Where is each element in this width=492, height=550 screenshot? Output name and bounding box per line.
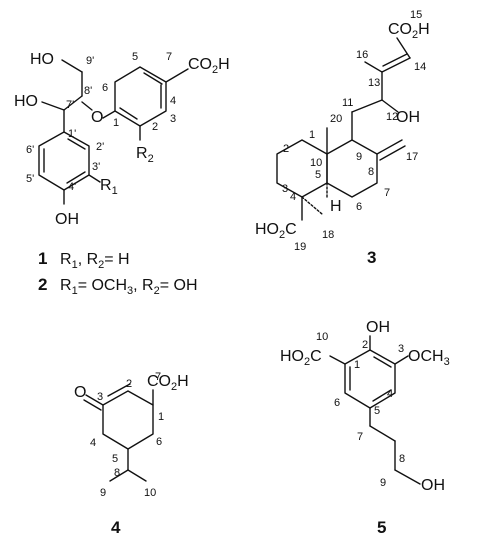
svg-text:3: 3 [398,343,404,355]
svg-text:13: 13 [368,77,380,89]
svg-text:5: 5 [315,169,321,181]
svg-text:6: 6 [334,397,340,409]
svg-text:4: 4 [387,388,393,400]
ring-aryl [38,131,90,191]
legend-id-1: 1 [38,249,47,268]
svg-text:3: 3 [97,391,103,403]
svg-text:2: 2 [152,121,158,133]
legend-text-2: R1= OCH3, R2= OH [60,277,198,297]
svg-text:19: 19 [294,241,306,253]
ring-4 [102,390,154,450]
structure-3: CO2H OH HO2C H 15 14 16 13 12 11 20 9 17… [255,9,430,253]
svg-text:8': 8' [84,85,92,97]
label-ho2c-3: HO2C [255,221,297,241]
svg-text:6: 6 [102,82,108,94]
svg-text:2: 2 [283,143,289,155]
svg-text:15: 15 [410,9,422,21]
svg-text:7: 7 [357,431,363,443]
legend: 1 R1, R2= H 2 R1= OCH3, R2= OH [38,249,198,297]
svg-text:20: 20 [330,113,342,125]
svg-text:2: 2 [126,378,132,390]
svg-text:3': 3' [92,161,100,173]
svg-text:7: 7 [166,51,172,63]
svg-text:7: 7 [384,187,390,199]
svg-text:1': 1' [68,128,76,140]
svg-text:4: 4 [290,191,296,203]
svg-text:18: 18 [322,229,334,241]
label-ho-9: HO [30,51,54,68]
svg-text:8: 8 [368,166,374,178]
svg-text:3: 3 [282,183,288,195]
svg-text:10: 10 [316,331,328,343]
label-oh-9: OH [421,477,445,494]
svg-text:4: 4 [90,437,96,449]
label-ho-7: HO [14,93,38,110]
label-co2h-4: CO2H [147,373,189,393]
label-och3-5: OCH3 [408,348,450,368]
svg-text:5: 5 [374,405,380,417]
svg-text:7': 7' [66,99,74,111]
svg-text:9': 9' [86,55,94,67]
legend-text-1: R1, R2= H [60,251,130,271]
label-oh-3: OH [396,109,420,126]
label-h-3: H [330,198,342,215]
compound-id-5: 5 [377,518,386,537]
label-co2h-1: CO2H [188,56,230,76]
svg-text:11: 11 [342,97,353,109]
svg-text:14: 14 [414,61,426,73]
svg-text:16: 16 [356,49,368,61]
svg-text:7: 7 [155,371,161,383]
svg-text:10: 10 [144,487,156,499]
ring-benzoic [114,66,167,127]
svg-text:8: 8 [399,453,405,465]
svg-text:6: 6 [356,201,362,213]
compound-id-4: 4 [111,518,121,537]
svg-text:4': 4' [68,181,76,193]
svg-text:3: 3 [170,113,176,125]
label-oh-4p: OH [55,211,79,228]
label-o-4: O [74,384,86,401]
structure-4: O CO2H 2 3 7 1 4 6 5 8 9 10 [74,371,189,499]
svg-text:5': 5' [26,173,34,185]
label-ho2c-5: HO2C [280,348,322,368]
svg-text:8: 8 [114,467,120,479]
svg-text:17: 17 [406,151,418,163]
svg-text:9: 9 [380,477,386,489]
svg-text:2: 2 [362,339,368,351]
structure-1: CO2H HO HO O R2 R1 OH 6 5 7 4 3 2 1 9' 8… [14,51,230,228]
svg-text:10: 10 [310,157,322,169]
structure-5: OH HO2C OCH3 OH 10 2 3 1 4 6 5 7 8 9 [280,319,450,494]
svg-text:1: 1 [158,411,164,423]
legend-id-2: 2 [38,275,47,294]
svg-text:6: 6 [156,436,162,448]
label-r1: R1 [100,177,118,197]
compound-id-3: 3 [367,248,376,267]
svg-text:5: 5 [132,51,138,63]
svg-text:9: 9 [356,151,362,163]
svg-text:4: 4 [170,95,176,107]
svg-text:5: 5 [112,453,118,465]
svg-text:12: 12 [386,111,398,123]
svg-text:1: 1 [354,359,360,371]
label-oh-2: OH [366,319,390,336]
label-o-ether: O [91,109,103,126]
svg-text:1: 1 [113,117,119,129]
label-r2: R2 [136,145,154,165]
svg-text:9: 9 [100,487,106,499]
svg-text:6': 6' [26,144,34,156]
label-co2h-3: CO2H [388,21,430,41]
svg-text:1: 1 [309,129,315,141]
svg-text:2': 2' [96,141,104,153]
